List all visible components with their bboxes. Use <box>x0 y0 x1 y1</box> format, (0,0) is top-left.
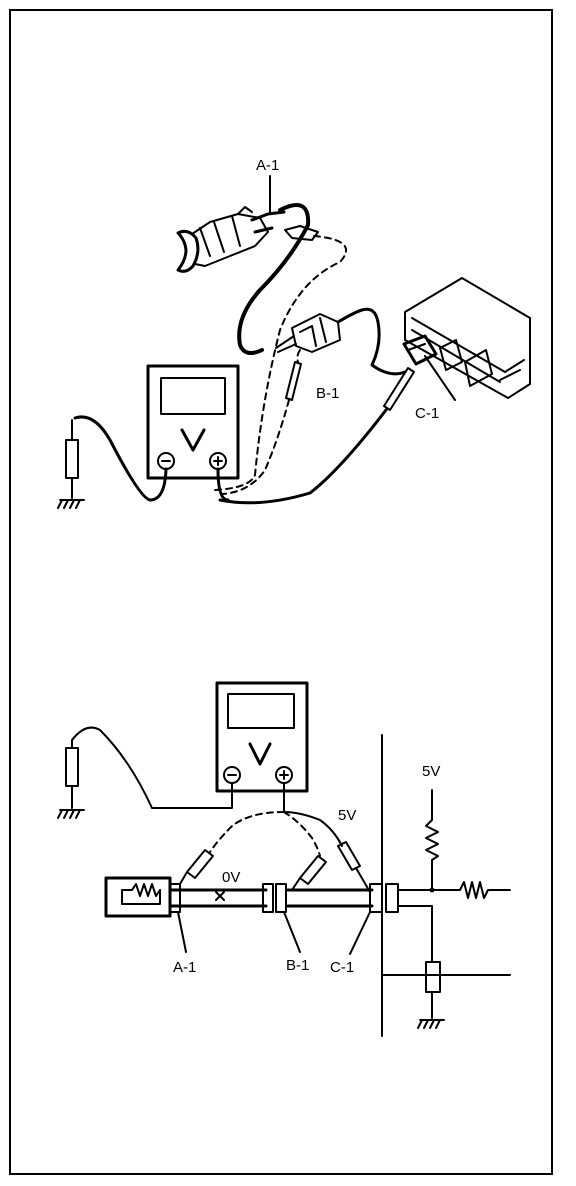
positive-lead-upper <box>216 467 230 502</box>
probe-c-lower <box>337 841 361 871</box>
label-zero-volt: 0V <box>222 869 240 886</box>
ground-probe-lower <box>65 747 79 787</box>
probe-wire-a-dashed <box>214 235 347 491</box>
connector-b-lower <box>262 883 274 913</box>
ground-icon-ecu <box>417 1019 445 1029</box>
voltmeter-upper <box>146 364 240 480</box>
connector-a-lower <box>169 883 181 913</box>
label-supply-volt: 5V <box>422 763 440 780</box>
probe-c-upper <box>383 367 415 411</box>
probe-wire-c <box>218 408 388 505</box>
upper-diagram: A-1 B-1 C-1 <box>57 157 531 509</box>
probe-dashed-a-lower <box>209 811 285 853</box>
pullup-resistor <box>425 789 439 861</box>
ground-icon-lower <box>57 809 85 819</box>
connector-b-upper <box>275 307 407 376</box>
ground-probe-upper <box>65 439 79 479</box>
ecu-sense-line <box>397 905 433 963</box>
diagram-frame <box>9 9 553 1175</box>
series-resistor <box>431 881 511 899</box>
label-a1-lower: A-1 <box>173 959 196 976</box>
ground-lead-upper <box>73 415 168 502</box>
harness-wire-lower-1 <box>168 888 268 908</box>
sense-element <box>425 961 441 993</box>
probe-b-upper <box>285 361 302 401</box>
harness-wire-a <box>237 203 311 356</box>
sensor-component <box>176 206 286 273</box>
break-mark <box>215 891 225 901</box>
label-probe-volt: 5V <box>338 807 356 824</box>
ground-lead-lower <box>71 726 233 809</box>
probe-b-lower <box>299 855 327 885</box>
label-b1-upper: B-1 <box>316 385 339 402</box>
positive-lead-lower <box>283 782 343 847</box>
label-c1-upper: C-1 <box>415 405 439 422</box>
label-b1-lower: B-1 <box>286 957 309 974</box>
connector-c-lower <box>369 883 383 913</box>
ground-icon-upper <box>57 499 85 509</box>
connector-c-upper <box>402 334 456 401</box>
harness-wire-lower-2 <box>286 888 374 908</box>
sensor-box-lower <box>104 876 172 918</box>
probe-dashed-b-lower <box>283 811 321 857</box>
label-c1-lower: C-1 <box>330 959 354 976</box>
ecu-signal-line <box>397 859 433 891</box>
probe-a-lower <box>186 849 214 879</box>
ecu-box <box>404 277 531 399</box>
lower-diagram: A-1 B-1 C-1 0V 5V 5V <box>57 681 511 1037</box>
voltmeter-lower <box>215 681 309 793</box>
label-a1-upper: A-1 <box>256 157 279 174</box>
